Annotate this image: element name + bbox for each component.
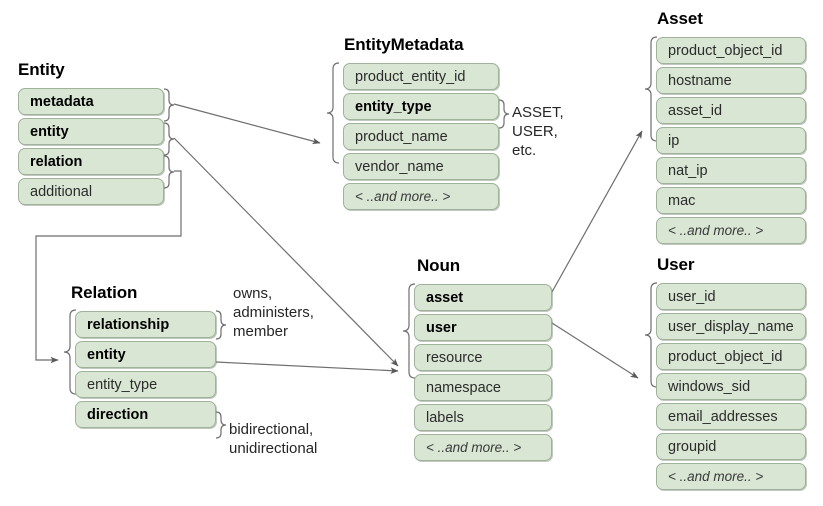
row-asset-ip[interactable]: ip: [656, 127, 806, 154]
row-user-user-id[interactable]: user_id: [656, 283, 806, 310]
brace-relation-relationship: [215, 310, 227, 340]
group-title-entity: Entity: [18, 60, 65, 79]
wire-noun-user-to-user: [551, 322, 639, 379]
wire-noun-asset-to-asset: [551, 130, 643, 293]
row-entity-entity[interactable]: entity: [18, 118, 164, 145]
rows-noun: asset user resource namespace labels < .…: [414, 284, 552, 464]
row-noun-and-more[interactable]: < ..and more.. >: [414, 434, 552, 461]
row-noun-resource[interactable]: resource: [414, 344, 552, 371]
row-user-windows-sid[interactable]: windows_sid: [656, 373, 806, 400]
row-em-vendor-name[interactable]: vendor_name: [343, 153, 499, 180]
annotation-direction-values: bidirectional, unidirectional: [229, 421, 318, 457]
row-user-product-object-id[interactable]: product_object_id: [656, 343, 806, 370]
brace-entity-relation: [163, 155, 175, 189]
row-entity-additional[interactable]: additional: [18, 178, 164, 205]
wire-entity-metadata-to-entitymetadata: [173, 103, 321, 145]
row-relation-entity-type[interactable]: entity_type: [75, 371, 216, 398]
row-em-product-name[interactable]: product_name: [343, 123, 499, 150]
rows-user: user_id user_display_name product_object…: [656, 283, 806, 493]
row-relation-relationship[interactable]: relationship: [75, 311, 216, 338]
row-noun-user[interactable]: user: [414, 314, 552, 341]
brace-entitymetadata-entity-type: [498, 99, 510, 129]
row-relation-entity[interactable]: entity: [75, 341, 216, 368]
row-em-entity-type[interactable]: entity_type: [343, 93, 499, 120]
row-asset-asset-id[interactable]: asset_id: [656, 97, 806, 124]
row-noun-labels[interactable]: labels: [414, 404, 552, 431]
brace-relation-direction: [215, 411, 227, 439]
brace-entity-entity: [163, 122, 175, 156]
group-title-asset: Asset: [657, 9, 703, 28]
row-entity-metadata[interactable]: metadata: [18, 88, 164, 115]
group-title-noun: Noun: [417, 256, 461, 275]
rows-entitymetadata: product_entity_id entity_type product_na…: [343, 63, 499, 213]
wire-relation-entity-to-noun: [215, 361, 399, 374]
row-asset-mac[interactable]: mac: [656, 187, 806, 214]
row-noun-asset[interactable]: asset: [414, 284, 552, 311]
row-user-user-display-name[interactable]: user_display_name: [656, 313, 806, 340]
row-entity-relation[interactable]: relation: [18, 148, 164, 175]
group-title-entitymetadata: EntityMetadata: [344, 35, 464, 54]
row-relation-direction[interactable]: direction: [75, 401, 216, 428]
row-asset-nat-ip[interactable]: nat_ip: [656, 157, 806, 184]
group-title-user: User: [657, 255, 695, 274]
row-asset-hostname[interactable]: hostname: [656, 67, 806, 94]
row-noun-namespace[interactable]: namespace: [414, 374, 552, 401]
rows-relation: relationship entity entity_type directio…: [75, 311, 216, 431]
row-asset-and-more[interactable]: < ..and more.. >: [656, 217, 806, 244]
brace-entity-metadata: [163, 88, 175, 122]
row-em-and-more[interactable]: < ..and more.. >: [343, 183, 499, 210]
annotation-relationship-values: owns, administers, member: [233, 285, 314, 340]
row-user-groupid[interactable]: groupid: [656, 433, 806, 460]
group-title-relation: Relation: [71, 283, 138, 302]
rows-asset: product_object_id hostname asset_id ip n…: [656, 37, 806, 247]
row-user-email-addresses[interactable]: email_addresses: [656, 403, 806, 430]
row-asset-product-object-id[interactable]: product_object_id: [656, 37, 806, 64]
row-user-and-more[interactable]: < ..and more.. >: [656, 463, 806, 490]
annotation-entity-type-values: ASSET, USER, etc.: [512, 104, 564, 159]
row-em-product-entity-id[interactable]: product_entity_id: [343, 63, 499, 90]
brace-entitymetadata-left: [326, 62, 340, 164]
rows-entity: metadata entity relation additional: [18, 88, 164, 208]
